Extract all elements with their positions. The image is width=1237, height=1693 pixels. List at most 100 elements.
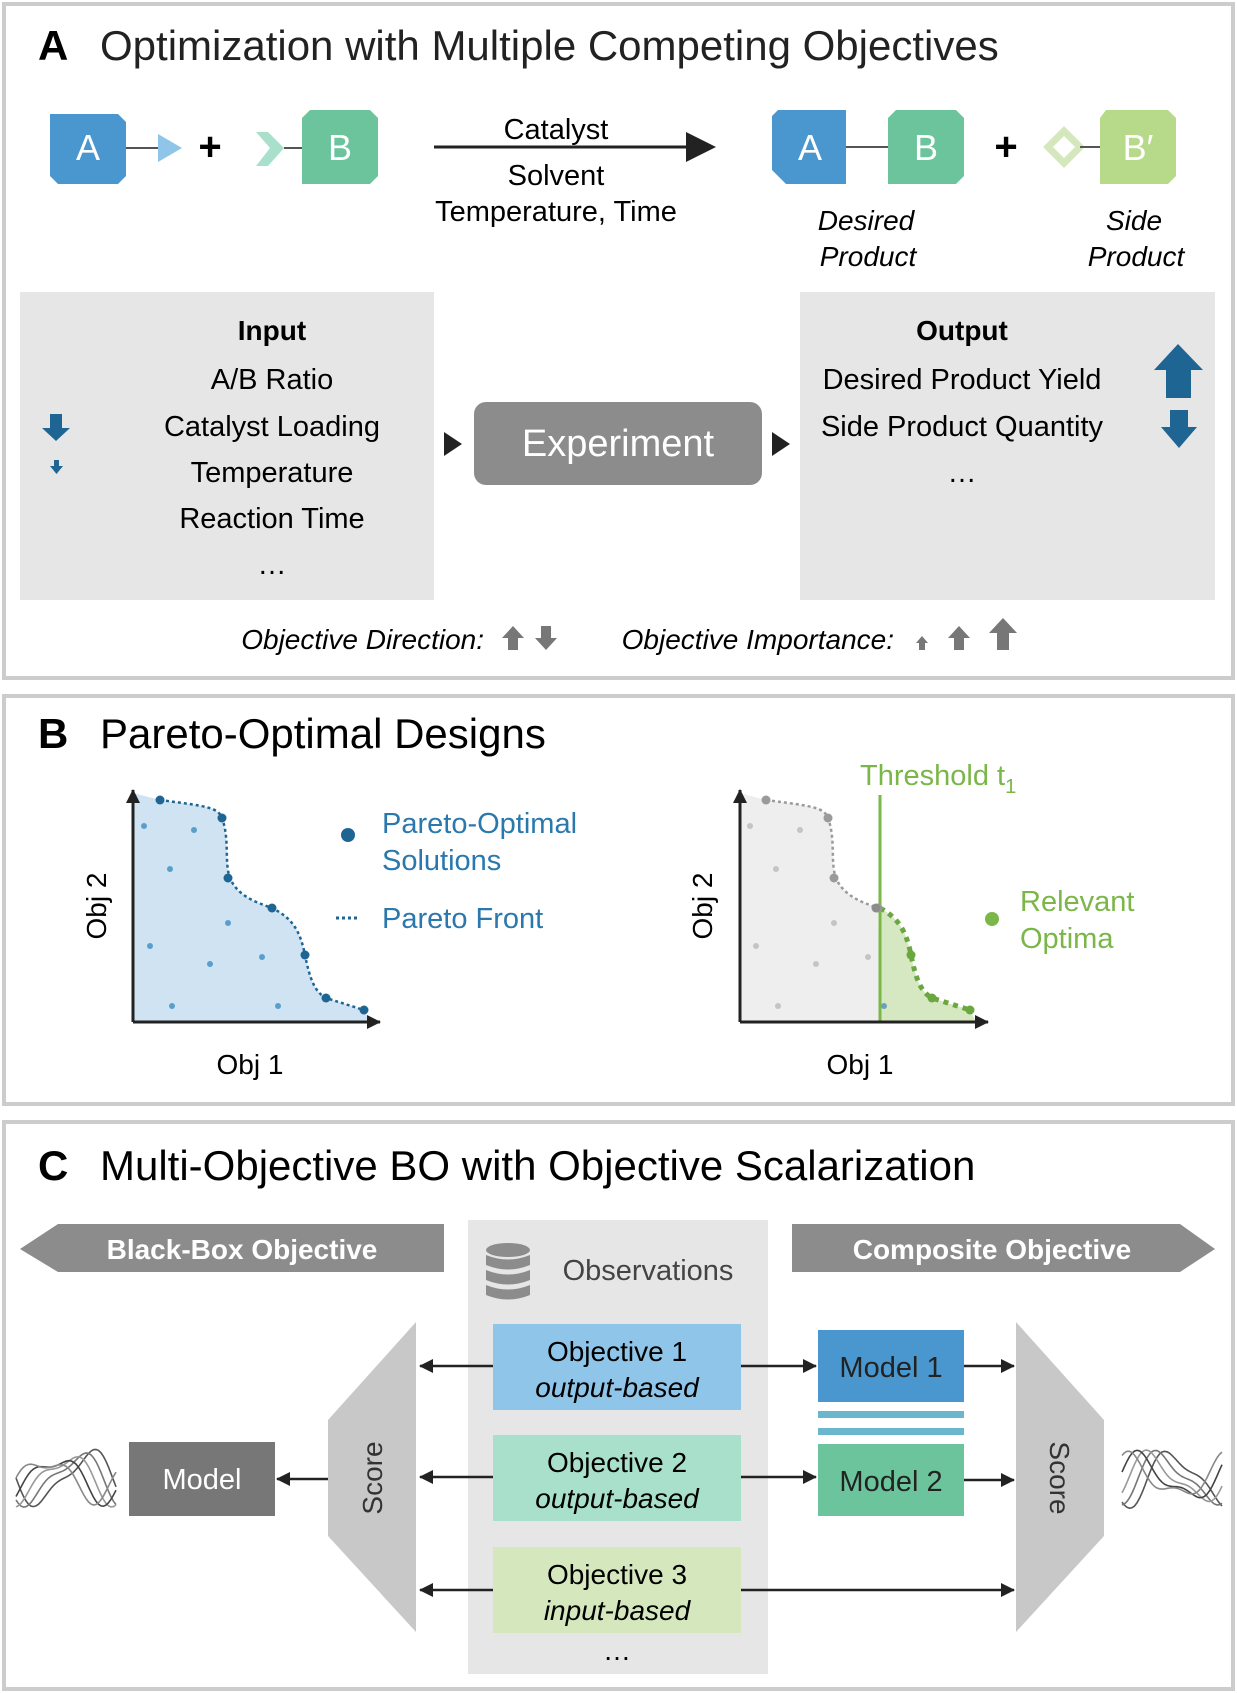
panel-c-title: Multi-Objective BO with Objective Scalar…	[100, 1142, 975, 1189]
relevant-optimum	[965, 1005, 975, 1015]
condition-catalyst: Catalyst	[504, 114, 609, 146]
legend-pareto-optimal-2: Solutions	[382, 845, 501, 877]
sample-curve	[15, 1448, 117, 1508]
desired-label-2: Product	[820, 241, 918, 272]
panel-c-letter: C	[38, 1142, 68, 1189]
dominated-point	[167, 866, 173, 872]
dominated-point	[207, 961, 213, 967]
region-below-threshold	[740, 793, 880, 1022]
panel-b-title: Pareto-Optimal Designs	[100, 710, 546, 757]
arrow-down-icon	[535, 626, 557, 650]
svg-text:B′: B′	[1123, 127, 1154, 168]
output-item: Side Product Quantity	[821, 411, 1104, 443]
output-box	[800, 292, 1215, 600]
dominated-point	[773, 866, 779, 872]
pareto-point	[300, 950, 310, 960]
input-item: Reaction Time	[179, 503, 364, 535]
function-samples-right-icon	[1121, 1449, 1223, 1510]
arrow-down-icon	[1161, 410, 1197, 448]
sample-curve	[15, 1463, 117, 1506]
arrow-up-large-icon	[1154, 344, 1203, 398]
sample-curve	[15, 1455, 117, 1508]
reactant-a: A	[50, 114, 182, 184]
pareto-plot-left-points	[141, 795, 369, 1015]
dominated-point	[881, 1003, 887, 1009]
objective-1-name: Objective 1	[547, 1336, 687, 1367]
more-objectives: …	[603, 1635, 631, 1666]
pareto-plot-left	[126, 789, 381, 1029]
input-item: Catalyst Loading	[164, 411, 380, 443]
output-title: Output	[916, 315, 1008, 346]
threshold-label: Threshold t1	[860, 760, 1016, 798]
legend-pareto-optimal-1: Pareto-Optimal	[382, 808, 577, 840]
svg-text:B: B	[328, 127, 352, 168]
condition-solvent: Solvent	[508, 160, 605, 192]
pareto-point	[321, 993, 331, 1003]
dominated-point	[275, 1003, 281, 1009]
legend-relevant-2: Optima	[1020, 923, 1114, 955]
legend-pareto-front: Pareto Front	[382, 903, 543, 935]
pareto-point	[359, 1005, 369, 1015]
svg-text:B: B	[914, 127, 938, 168]
objective-1-box	[493, 1324, 741, 1410]
panel-b-letter: B	[38, 710, 68, 757]
model-1-label: Model 1	[839, 1352, 942, 1384]
dominated-point	[747, 823, 753, 829]
panel-a-title: Optimization with Multiple Competing Obj…	[100, 22, 999, 69]
sample-curve	[1121, 1450, 1223, 1495]
input-item: Temperature	[191, 457, 354, 489]
pareto-point	[267, 903, 277, 913]
model-1-box	[818, 1330, 964, 1402]
arrow-up-icon	[948, 626, 970, 650]
dominated-point	[147, 943, 153, 949]
svg-text:A: A	[76, 127, 100, 168]
pareto-optimal-legend-marker	[341, 828, 355, 842]
sample-curve	[15, 1459, 117, 1508]
dominated-point	[141, 823, 147, 829]
pareto-front-line	[159, 798, 365, 1012]
objective-2-name: Objective 2	[547, 1447, 687, 1478]
model-2-label: Model 2	[839, 1466, 942, 1498]
plus-sign-1: +	[198, 125, 221, 169]
arrow-up-large-icon	[989, 618, 1017, 650]
objective-2-kind: output-based	[535, 1483, 700, 1514]
right-plot-ylabel: Obj 2	[687, 873, 718, 940]
output-item: …	[948, 457, 977, 489]
objective-3-name: Objective 3	[547, 1559, 687, 1590]
pareto-point-irrelevant	[871, 903, 881, 913]
panel-c-frame	[2, 1120, 1235, 1691]
stripe	[818, 1428, 964, 1435]
composite-banner	[792, 1224, 1215, 1272]
input-box	[20, 292, 434, 600]
arrow-up-icon	[502, 626, 524, 650]
panel-a-letter: A	[38, 22, 68, 69]
side-label-2: Product	[1088, 241, 1186, 272]
function-samples-left-icon	[15, 1448, 117, 1508]
pareto-plot-right-points	[747, 795, 975, 1015]
pareto-point-irrelevant	[761, 795, 771, 805]
objective-importance-label: Objective Importance:	[622, 624, 894, 655]
pareto-point	[223, 873, 233, 883]
relevant-region	[880, 908, 976, 1022]
stripe	[818, 1411, 964, 1418]
pareto-plot-right	[733, 789, 989, 1029]
sample-curve	[1121, 1449, 1223, 1499]
sample-curve	[15, 1452, 117, 1508]
plus-sign-2: +	[994, 125, 1017, 169]
pareto-front-relevant	[878, 905, 971, 1013]
pareto-point	[155, 795, 165, 805]
experiment-box	[474, 402, 762, 485]
dominated-point	[775, 1003, 781, 1009]
experiment-label: Experiment	[522, 423, 715, 465]
objective-3-box	[493, 1547, 741, 1633]
legend-relevant-1: Relevant	[1020, 886, 1134, 918]
relevant-optimum	[927, 993, 937, 1003]
score-right-label: Score	[1044, 1441, 1075, 1514]
black-box-banner	[20, 1224, 444, 1272]
arrow-up-small-icon	[916, 636, 928, 650]
input-title: Input	[238, 315, 306, 346]
desired-product: A B	[772, 110, 964, 184]
left-plot-ylabel: Obj 2	[81, 873, 112, 940]
side-product: B′	[1043, 110, 1176, 184]
